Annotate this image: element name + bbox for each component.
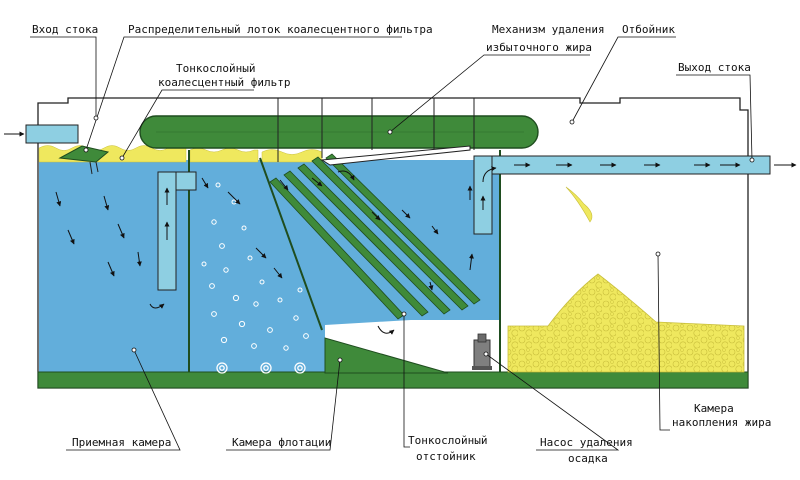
label-sludge-pump-line1: Насос удаления — [540, 436, 633, 449]
falling-fat-drop — [565, 186, 593, 223]
label-outlet: Выход стока — [678, 61, 751, 74]
sludge-pump — [472, 333, 492, 370]
aerator-rings — [216, 362, 306, 374]
labels: Вход стока Распределительный лоток коале… — [32, 23, 771, 465]
label-coalescent-filter-line2: коалесцентный фильтр — [158, 76, 290, 89]
label-inlet: Вход стока — [32, 23, 98, 36]
inlet-pipe — [4, 124, 79, 144]
label-receiving-chamber: Приемная камера — [72, 436, 171, 449]
label-deflector: Отбойник — [622, 23, 675, 36]
label-distribution-tray: Распределительный лоток коалесцентного ф… — [128, 23, 433, 36]
label-sludge-pump-line2: осадка — [568, 452, 608, 465]
flow-arrows — [55, 162, 741, 335]
label-fat-removal-line2: избыточного жира — [486, 41, 592, 54]
flotation-bubbles — [201, 182, 309, 351]
scraper-rods — [277, 98, 475, 162]
label-fat-chamber-line2: накопления жира — [672, 416, 771, 429]
fat-pile — [507, 273, 745, 373]
label-settler-line1: Тонкослойный — [408, 434, 487, 447]
label-fat-chamber-line1: Камера — [694, 402, 734, 415]
leader-dots — [83, 115, 755, 363]
distribution-tray — [58, 145, 110, 175]
label-flotation-chamber: Камера флотации — [232, 436, 331, 449]
leader-lines — [30, 36, 753, 451]
label-settler-line2: отстойник — [416, 450, 476, 463]
fat-removal-belt — [139, 115, 539, 149]
settler-lamellas — [269, 153, 481, 320]
outlet-pipe — [473, 155, 797, 235]
deflector-plate — [320, 145, 471, 166]
label-fat-removal-line1: Механизм удаления — [492, 23, 605, 36]
bottom-slab — [37, 337, 749, 389]
label-coalescent-filter-line1: Тонкослойный — [176, 62, 255, 75]
